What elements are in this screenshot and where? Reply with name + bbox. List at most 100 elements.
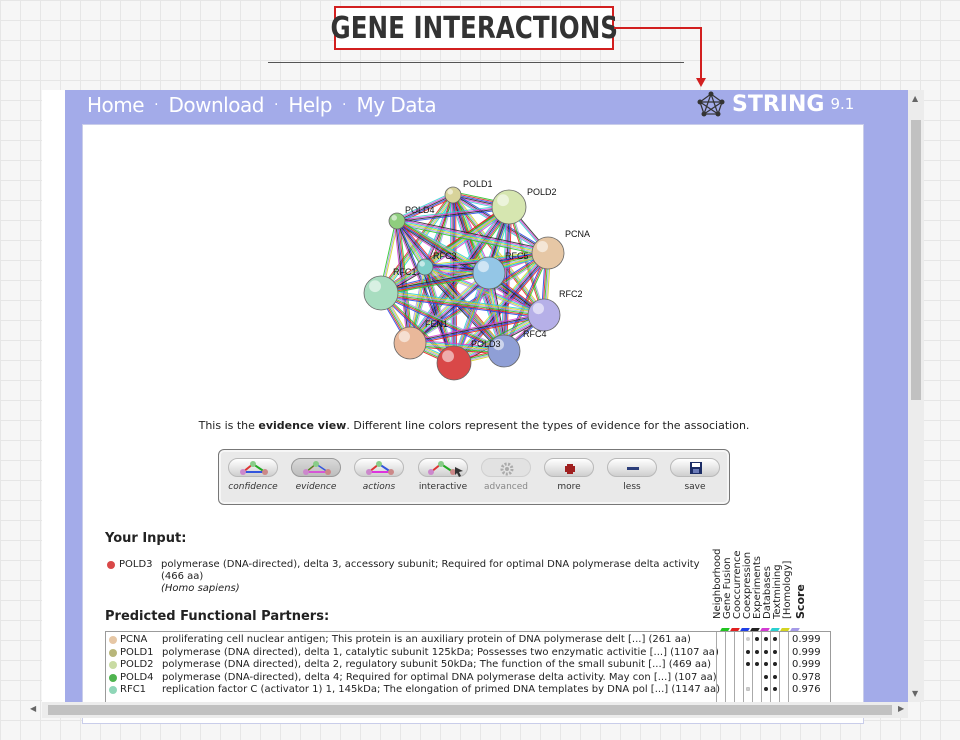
node-highlight xyxy=(369,280,381,293)
evidence-grid-line xyxy=(779,632,780,706)
scroll-down-icon[interactable]: ▼ xyxy=(912,689,919,698)
node-ball[interactable] xyxy=(444,186,462,204)
node-highlight xyxy=(492,339,504,351)
partner-name[interactable]: RFC1 xyxy=(120,684,147,695)
evidence-edge xyxy=(381,289,545,313)
evidence-grid-line xyxy=(725,632,726,706)
partner-score: 0.978 xyxy=(792,671,821,683)
node-ball[interactable] xyxy=(436,345,472,381)
partner-description: polymerase (DNA directed), delta 2, regu… xyxy=(162,659,712,670)
confidence-icon xyxy=(240,461,268,475)
node-ball[interactable] xyxy=(491,189,527,225)
node-label: RFC1 xyxy=(393,267,417,277)
partner-description: polymerase (DNA-directed), delta 4; Requ… xyxy=(162,671,717,683)
evidence-dot xyxy=(773,687,777,691)
scroll-right-icon[interactable]: ▶ xyxy=(898,704,905,713)
table-row[interactable]: POLD4 polymerase (DNA-directed), delta 4;… xyxy=(106,672,832,684)
evidence-grid-line xyxy=(734,632,735,706)
node-ball[interactable] xyxy=(416,258,434,276)
annotation-title: GENE INTERACTIONS xyxy=(330,10,618,46)
annotation-underline xyxy=(268,62,684,63)
actions-button[interactable]: actions xyxy=(349,458,409,500)
partner-description: polymerase (DNA directed), delta 1, cata… xyxy=(162,646,719,658)
less-button[interactable]: less xyxy=(602,458,662,500)
partner-name[interactable]: POLD1 xyxy=(120,646,154,658)
string-logo[interactable]: STRING 9.1 xyxy=(696,90,854,118)
evidence-edge xyxy=(380,293,504,353)
protein-ball-icon xyxy=(109,661,117,669)
actions-icon xyxy=(366,461,394,475)
partner-name[interactable]: POLD2 xyxy=(120,659,154,670)
nav-separator: · xyxy=(154,97,159,113)
nav-separator: · xyxy=(273,97,279,113)
node-ball[interactable] xyxy=(527,298,561,332)
vertical-scroll-thumb[interactable] xyxy=(911,120,921,400)
more-label: more xyxy=(557,482,581,492)
node-highlight xyxy=(447,189,454,195)
evidence-dot xyxy=(755,662,759,666)
network-node-pold1[interactable]: POLD1 xyxy=(444,179,493,204)
nav-my-data[interactable]: My Data xyxy=(356,93,437,117)
partner-name[interactable]: PCNA xyxy=(120,634,148,645)
network-node-pcna[interactable]: PCNA xyxy=(531,229,590,270)
network-node-pold2[interactable]: POLD2 xyxy=(491,187,557,225)
network-node-rfc3[interactable]: RFC3 xyxy=(416,251,457,276)
protein-ball-icon xyxy=(109,673,117,682)
table-row[interactable]: POLD1 polymerase (DNA directed), delta 1,… xyxy=(106,647,832,659)
network-node-pold4[interactable]: POLD4 xyxy=(388,205,435,230)
network-node-rfc2[interactable]: RFC2 xyxy=(527,289,583,332)
nav-download[interactable]: Download xyxy=(168,93,265,117)
actions-label: actions xyxy=(362,482,396,492)
scroll-left-icon[interactable]: ◀ xyxy=(30,704,37,713)
node-ball[interactable] xyxy=(363,275,399,311)
node-highlight xyxy=(536,241,548,253)
left-margin xyxy=(42,90,65,702)
description-text: This is the xyxy=(198,419,259,432)
interactive-button[interactable]: interactive xyxy=(413,458,473,500)
evidence-edge xyxy=(381,291,505,351)
node-label: RFC4 xyxy=(523,329,547,339)
view-toolbar: confidence evidence actions interactive … xyxy=(218,449,730,505)
more-button[interactable]: more xyxy=(539,458,599,500)
evidence-grid-line xyxy=(770,632,771,706)
vertical-scrollbar[interactable]: ▲ ▼ xyxy=(908,90,924,702)
evidence-edge xyxy=(380,295,544,319)
description-text-end: . Different line colors represent the ty… xyxy=(346,419,750,432)
node-ball[interactable] xyxy=(388,212,406,230)
network-node-pold3[interactable]: POLD3 xyxy=(436,339,501,381)
top-nav: Home · Download · Help · My Data xyxy=(87,90,437,120)
evidence-grid-line xyxy=(761,632,762,706)
input-protein-name[interactable]: POLD3 xyxy=(119,559,153,570)
evidence-edge xyxy=(380,270,489,292)
scroll-up-icon[interactable]: ▲ xyxy=(912,94,919,103)
node-label: RFC2 xyxy=(559,289,583,299)
nav-home[interactable]: Home xyxy=(87,93,145,117)
horizontal-scroll-thumb[interactable] xyxy=(48,705,892,715)
table-row[interactable]: POLD2 polymerase (DNA directed), delta 2,… xyxy=(106,659,832,671)
partners-heading: Predicted Functional Partners: xyxy=(105,609,330,624)
advanced-button[interactable]: advanced xyxy=(476,458,536,500)
save-button[interactable]: save xyxy=(665,458,725,500)
horizontal-scrollbar[interactable] xyxy=(42,702,908,718)
confidence-button[interactable]: confidence xyxy=(223,458,283,500)
evidence-button[interactable]: evidence xyxy=(286,458,346,500)
node-ball[interactable] xyxy=(393,326,427,360)
partner-score: 0.999 xyxy=(792,646,821,658)
evidence-edge xyxy=(396,220,411,344)
nav-help[interactable]: Help xyxy=(288,93,332,117)
network-node-rfc5[interactable]: RFC5 xyxy=(472,251,529,290)
evidence-dot xyxy=(773,637,777,641)
node-ball[interactable] xyxy=(531,236,565,270)
network-node-rfc4[interactable]: RFC4 xyxy=(487,329,547,368)
node-ball[interactable] xyxy=(472,256,506,290)
network-node-fen1[interactable]: FEN1 xyxy=(393,319,448,360)
evidence-edge xyxy=(381,290,545,314)
evidence-dot xyxy=(746,662,750,666)
network-node-rfc1[interactable]: RFC1 xyxy=(363,267,417,311)
node-highlight xyxy=(391,215,398,221)
partner-name[interactable]: POLD4 xyxy=(120,671,154,683)
